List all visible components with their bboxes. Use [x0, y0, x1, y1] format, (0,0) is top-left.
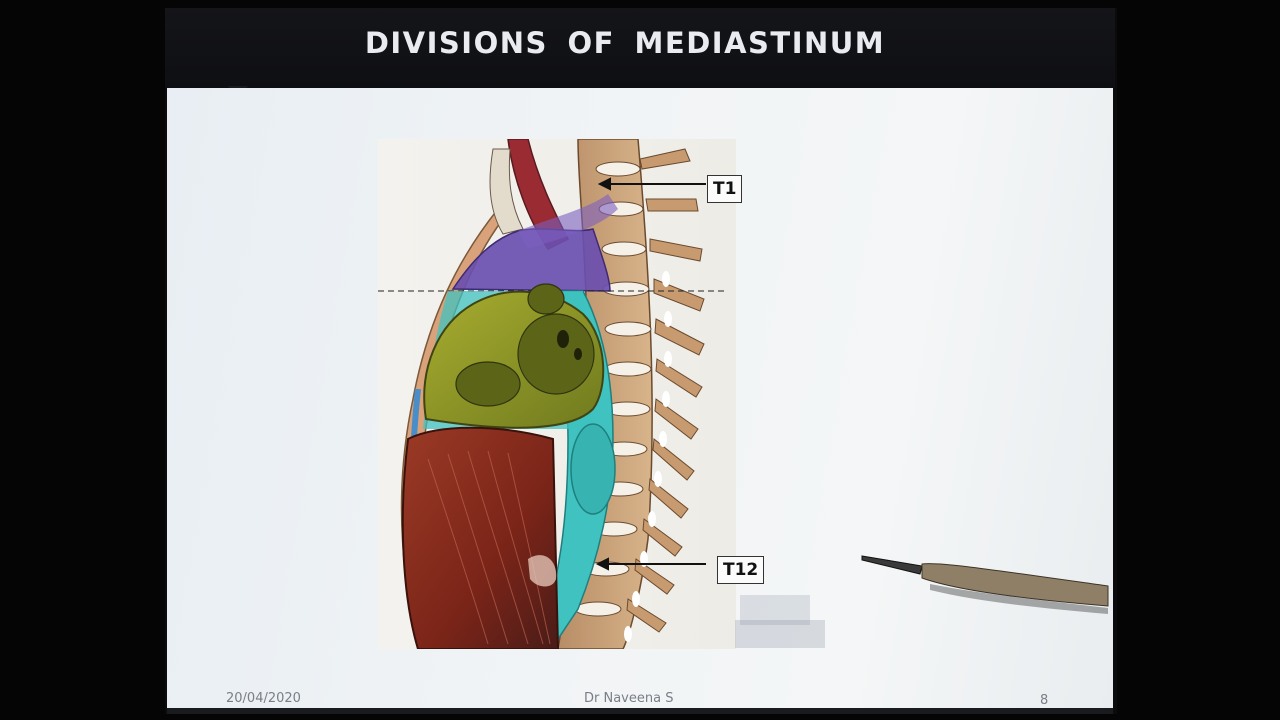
esophageal-hiatus: [528, 555, 557, 587]
slide-title: DIVISIONS OF MEDIASTINUM: [364, 26, 886, 60]
title-bar: [165, 8, 1115, 88]
label-arrows: [595, 177, 706, 571]
trachea: [489, 148, 524, 235]
screen-glare: [735, 595, 825, 648]
slide-bottom-edge: [167, 708, 1113, 714]
mediastinum-sagittal-illustration: [378, 139, 736, 649]
diaphragm-muscle: [401, 426, 560, 649]
pen-pointer: [861, 555, 1109, 614]
footer-author: Dr Naveena S: [584, 691, 674, 706]
footer-page-number: 8: [1040, 693, 1049, 708]
label-t12: T12: [717, 556, 765, 584]
footer-date: 20/04/2020: [226, 691, 301, 706]
aortic-arch-overlay: [518, 194, 618, 249]
descending-aorta: [570, 423, 616, 515]
label-t1: T1: [707, 175, 743, 203]
